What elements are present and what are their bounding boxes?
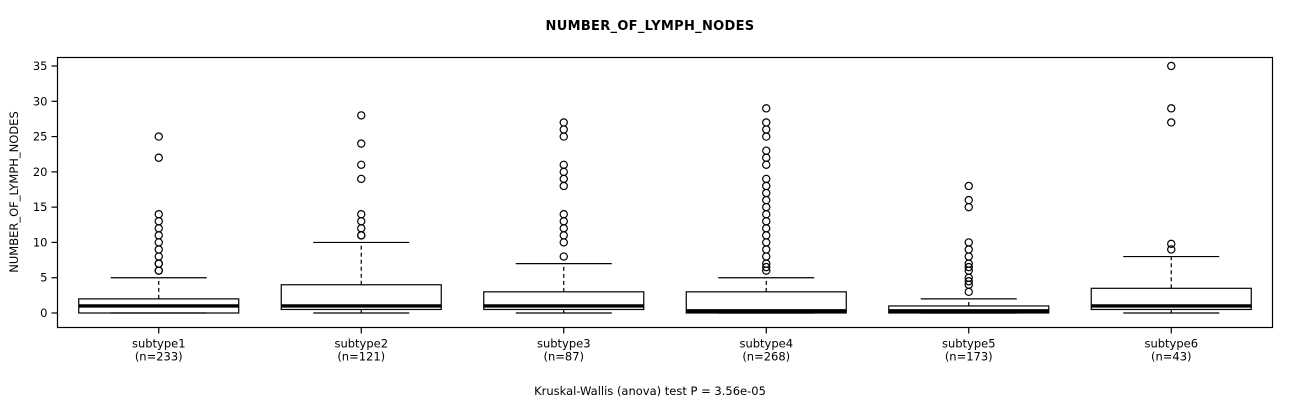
outlier-point[interactable]: [559, 118, 568, 127]
boxplot-group[interactable]: [78, 132, 240, 314]
page-title: NUMBER_OF_LYMPH_NODES: [545, 19, 755, 34]
outlier-point[interactable]: [762, 252, 771, 261]
y-axis-tick-label: 5: [40, 271, 47, 285]
outlier-point[interactable]: [559, 174, 568, 184]
outlier-point[interactable]: [1167, 61, 1176, 71]
outlier-point[interactable]: [559, 224, 568, 233]
x-axis-tick-label: subtype4(n=268): [739, 337, 793, 364]
outlier-point[interactable]: [964, 277, 973, 286]
outlier-point[interactable]: [559, 238, 568, 247]
outlier-point[interactable]: [154, 266, 163, 275]
outlier-point[interactable]: [559, 125, 568, 134]
y-axis-tick-label: 15: [33, 200, 48, 214]
y-axis-tick-label: 0: [40, 306, 47, 320]
box-iqr[interactable]: [685, 291, 847, 314]
outlier-point[interactable]: [357, 209, 366, 219]
x-axis-tick-label: subtype6(n=43): [1144, 337, 1198, 364]
outlier-point[interactable]: [154, 224, 163, 233]
outlier-point[interactable]: [762, 217, 771, 226]
outlier-point[interactable]: [762, 245, 771, 254]
outlier-point[interactable]: [559, 132, 568, 141]
y-axis-tick-label: 30: [33, 94, 48, 108]
outlier-point[interactable]: [559, 209, 568, 219]
box-iqr[interactable]: [483, 291, 645, 311]
boxplot-group[interactable]: [1090, 61, 1252, 314]
boxplot-group[interactable]: [888, 181, 1050, 314]
outlier-point[interactable]: [154, 245, 163, 254]
boxplot-group[interactable]: [280, 111, 442, 314]
outlier-point[interactable]: [762, 209, 771, 219]
box-layer: [78, 61, 1252, 314]
outlier-point[interactable]: [762, 224, 771, 233]
outlier-point[interactable]: [762, 181, 771, 191]
outlier-point[interactable]: [357, 111, 366, 120]
outlier-point[interactable]: [357, 160, 366, 169]
box-iqr[interactable]: [1090, 287, 1252, 311]
outlier-point[interactable]: [964, 287, 973, 297]
outlier-point[interactable]: [964, 252, 973, 261]
statistical-test-annotation: Kruskal-Wallis (anova) test P = 3.56e-05: [534, 384, 766, 398]
outlier-point[interactable]: [1167, 239, 1176, 249]
y-axis-tick-label: 35: [33, 59, 48, 73]
box-iqr[interactable]: [280, 284, 442, 311]
boxplot-group[interactable]: [483, 118, 645, 314]
outlier-point[interactable]: [154, 252, 163, 261]
outlier-point[interactable]: [762, 153, 771, 162]
outlier-point[interactable]: [964, 202, 973, 212]
x-axis-tick-label: subtype1(n=233): [132, 337, 186, 364]
y-axis-tick-label: 20: [33, 165, 48, 179]
outlier-point[interactable]: [964, 195, 973, 205]
outlier-point[interactable]: [964, 245, 973, 254]
x-axis-labels: subtype1(n=233) subtype2(n=121) subtype3(n…: [132, 327, 1198, 364]
outlier-point[interactable]: [762, 262, 771, 272]
outlier-point[interactable]: [762, 202, 771, 212]
outlier-point[interactable]: [964, 181, 973, 191]
outlier-point[interactable]: [559, 231, 568, 240]
outlier-point[interactable]: [357, 174, 366, 184]
x-axis-tick-label: subtype5(n=173): [942, 337, 996, 364]
outlier-point[interactable]: [762, 195, 771, 205]
outlier-point[interactable]: [762, 188, 771, 198]
axis-layer: 0 5 10 15 20 25 30 35: [33, 56, 1274, 329]
outlier-point[interactable]: [762, 104, 771, 113]
outlier-point[interactable]: [154, 238, 163, 247]
outlier-point[interactable]: [559, 252, 568, 261]
outlier-point[interactable]: [154, 231, 163, 240]
outlier-point[interactable]: [964, 238, 973, 247]
x-axis-tick-label: subtype3(n=87): [537, 337, 591, 364]
outlier-point[interactable]: [1167, 118, 1176, 127]
outlier-point[interactable]: [154, 217, 163, 226]
outlier-point[interactable]: [559, 181, 568, 191]
outlier-point[interactable]: [762, 231, 771, 240]
outlier-point[interactable]: [762, 238, 771, 247]
outlier-point[interactable]: [357, 217, 366, 226]
outlier-point[interactable]: [559, 167, 568, 177]
outlier-point[interactable]: [762, 118, 771, 127]
outlier-point[interactable]: [762, 174, 771, 184]
outlier-point[interactable]: [559, 217, 568, 226]
y-axis-tick-label: 10: [33, 235, 48, 249]
x-axis-tick-label: subtype2(n=121): [334, 337, 388, 364]
outlier-point[interactable]: [762, 125, 771, 134]
plot-frame: [56, 56, 1274, 329]
outlier-point[interactable]: [357, 224, 366, 233]
outlier-point[interactable]: [154, 132, 163, 141]
outlier-point[interactable]: [762, 132, 771, 141]
outlier-point[interactable]: [1167, 104, 1176, 113]
outlier-point[interactable]: [964, 262, 973, 272]
outlier-point[interactable]: [357, 231, 366, 240]
y-axis-tick-label: 25: [33, 130, 48, 144]
outlier-point[interactable]: [154, 153, 163, 162]
boxplot-group[interactable]: [685, 104, 847, 314]
outlier-point[interactable]: [559, 160, 568, 169]
outlier-point[interactable]: [154, 209, 163, 219]
outlier-point[interactable]: [357, 139, 366, 148]
outlier-point[interactable]: [762, 146, 771, 155]
outlier-point[interactable]: [154, 259, 163, 268]
outlier-point[interactable]: [762, 160, 771, 169]
outlier-point[interactable]: [1167, 245, 1176, 254]
